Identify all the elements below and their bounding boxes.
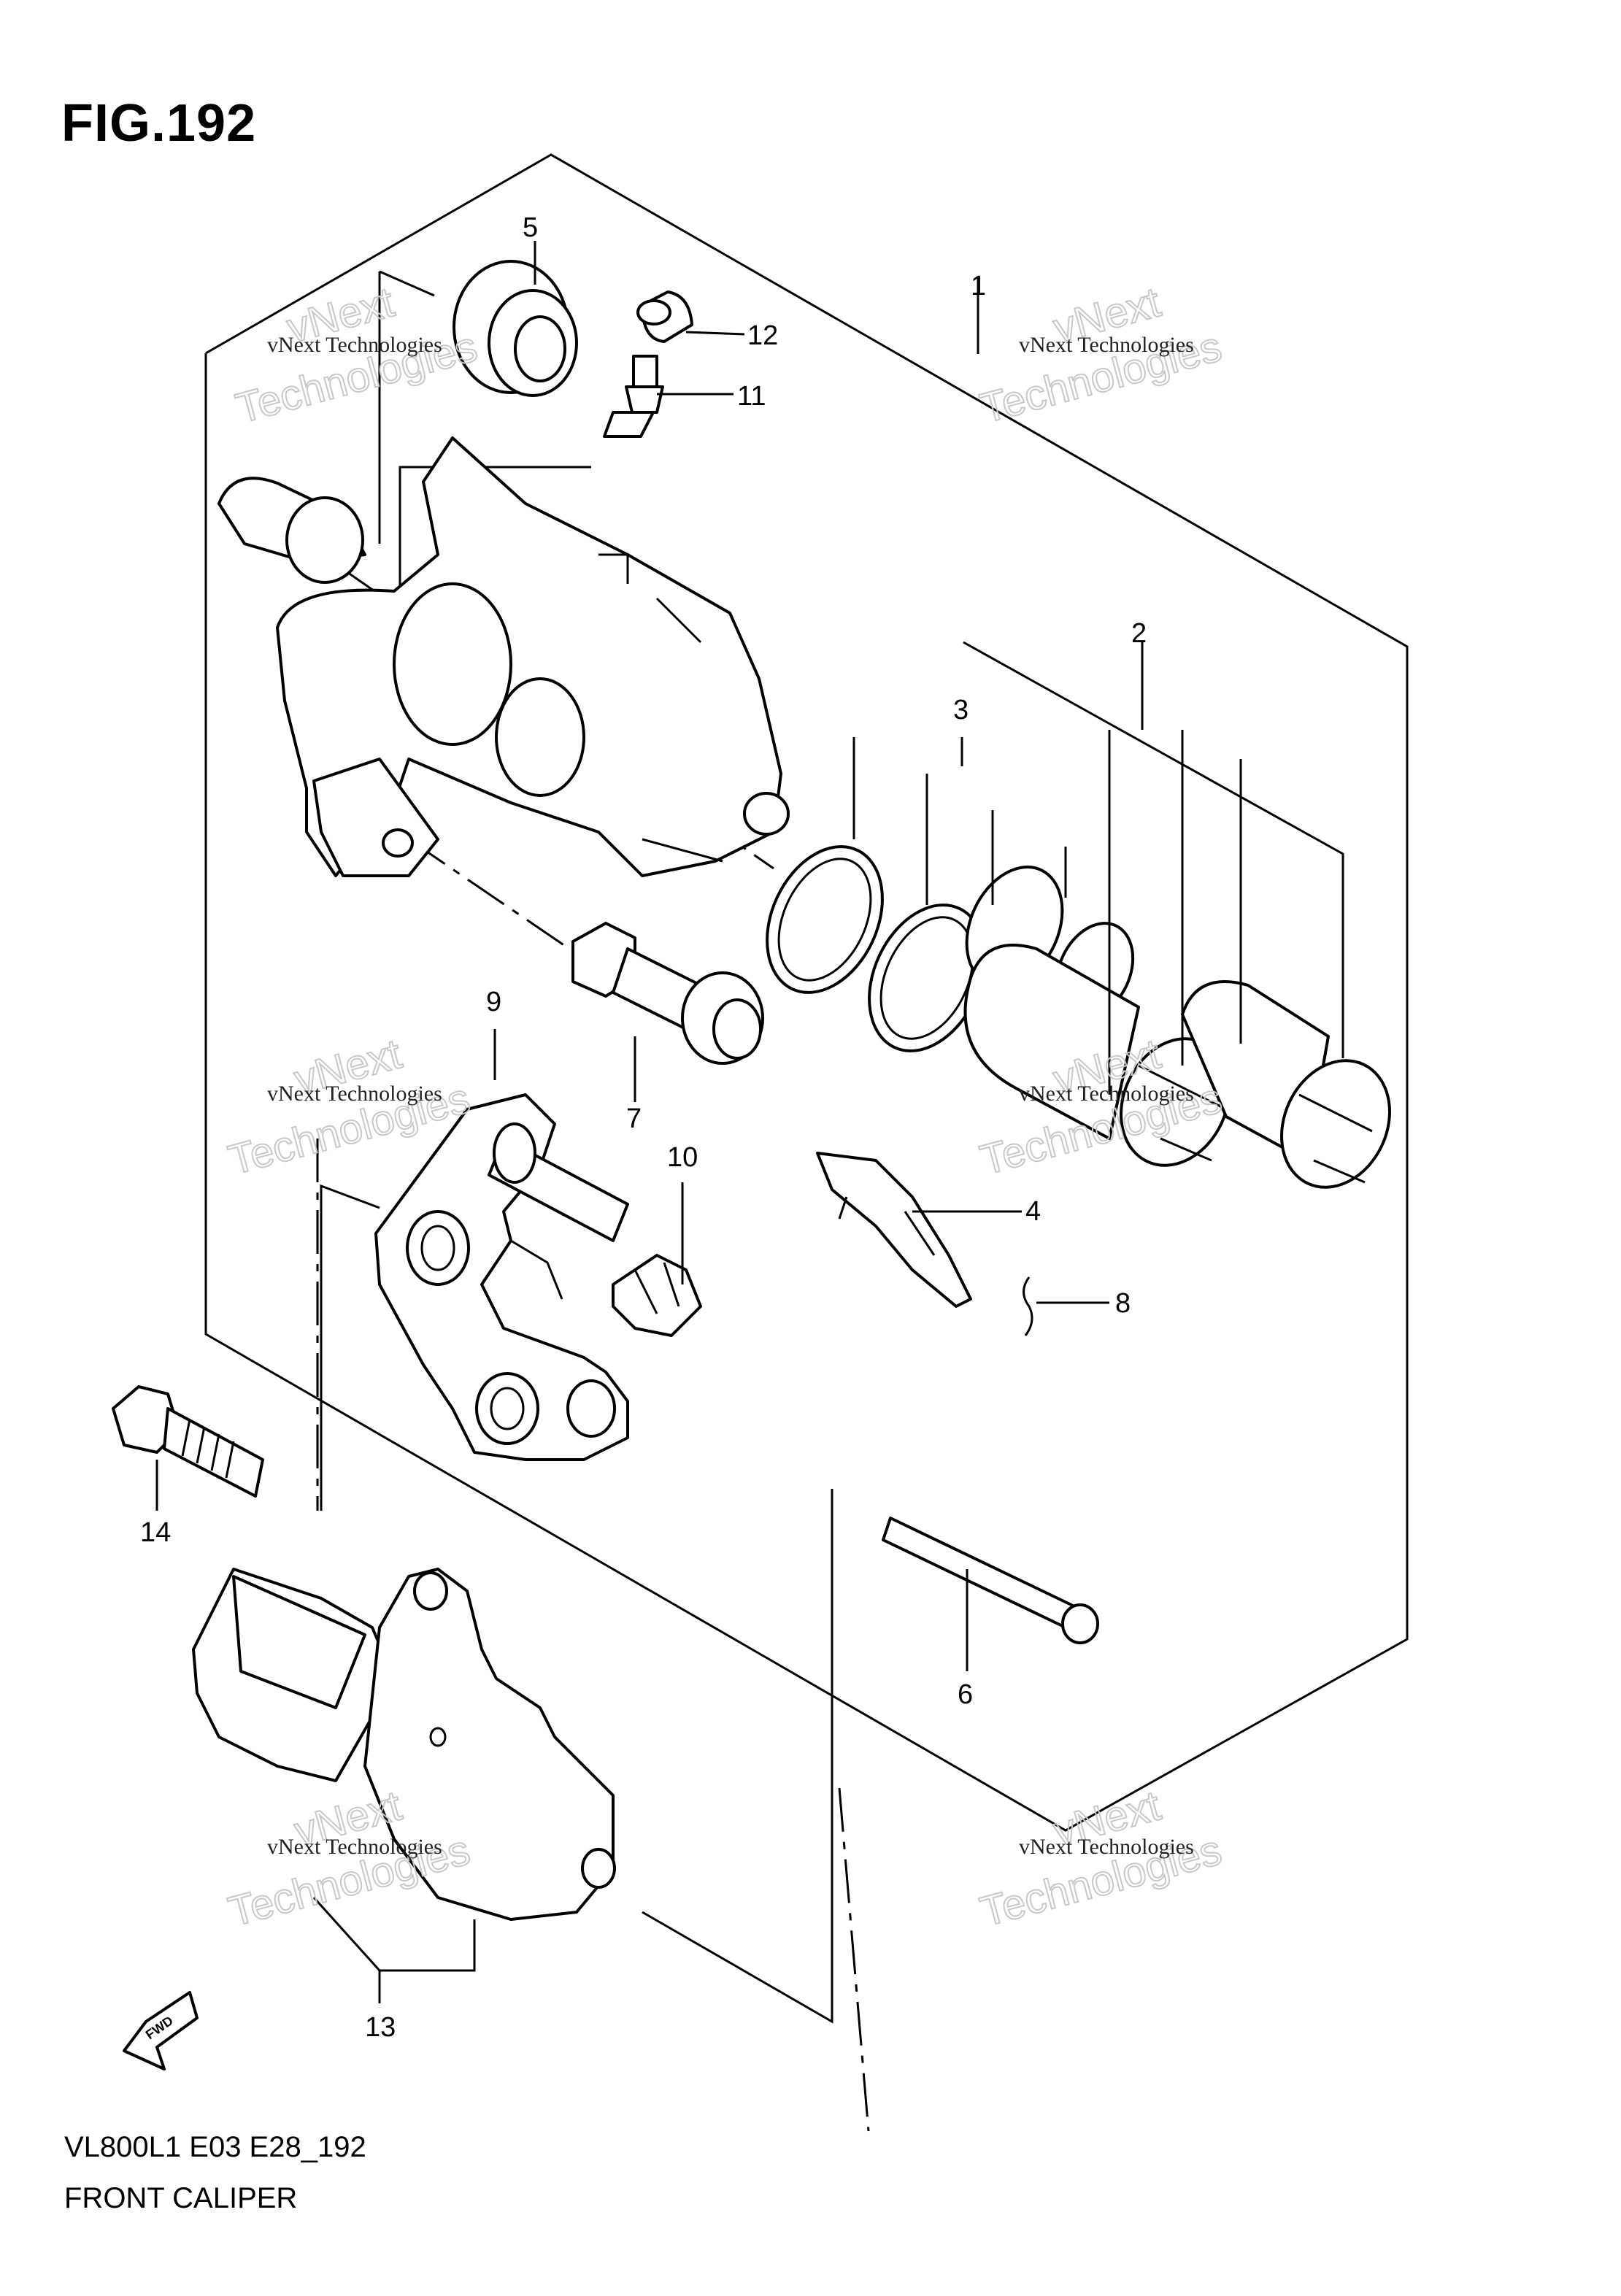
figure-name: FRONT CALIPER [64,2182,298,2214]
part-slide-pin-7 [571,922,764,1065]
callout-11: 11 [737,381,766,412]
svg-text:vNext Technologies: vNext Technologies [267,1835,442,1859]
part-piston-2 [963,944,1231,1167]
part-pad-pin-6 [882,1517,1099,1644]
part-caliper-bracket-9 [374,1093,629,1461]
part-bleeder-cap-12 [636,290,693,343]
bracket-line [320,1184,380,1511]
callout-3: 3 [953,695,969,725]
part-bolt-14 [112,1385,264,1498]
svg-text:vNext Technologies: vNext Technologies [1019,1082,1194,1106]
watermark: Technologies vNext vNext Technologies [975,1781,1228,1936]
svg-text:vNext Technologies: vNext Technologies [267,1082,442,1106]
watermark: Technologies vNext vNext Technologies [231,277,483,433]
callout-14: 14 [140,1517,171,1548]
part-caliper-body [217,436,790,877]
watermark: Technologies vNext vNext Technologies [975,277,1228,433]
part-clip-8 [1023,1276,1033,1336]
figure-title: FIG.192 [61,94,257,153]
part-piston-seal-3b [868,904,986,1052]
callout-13: 13 [365,2012,396,2043]
callout-5: 5 [523,212,538,243]
bracket-line [312,1896,476,1972]
callout-12: 12 [747,320,778,351]
svg-text:vNext Technologies: vNext Technologies [267,333,442,357]
leader-line [963,641,1344,1095]
leader-line [685,331,745,336]
callout-4: 4 [1025,1196,1041,1227]
leader-line [852,737,1067,905]
part-pad-spring-10 [612,1254,702,1337]
callout-10: 10 [667,1142,698,1173]
svg-text:vNext Technologies: vNext Technologies [1019,333,1194,357]
svg-text:vNext Technologies: vNext Technologies [1019,1835,1194,1859]
callout-6: 6 [958,1679,973,1710]
part-boot-5 [453,260,578,397]
fwd-arrow-icon: FWD [123,1991,199,2070]
model-code: VL800L1 E03 E28_192 [64,2131,366,2163]
assembly-outline [204,153,1409,1832]
callout-9: 9 [486,987,501,1017]
bracket-line [398,466,591,628]
part-bleeder-valve-11 [603,355,664,438]
part-piston-2b [1181,980,1391,1189]
alignment-line [838,1787,870,2132]
bracket-line [378,270,435,544]
bracket-line [642,1489,833,2024]
callout-7: 7 [626,1103,642,1134]
part-piston-seal-3 [766,845,884,994]
callout-8: 8 [1115,1288,1131,1319]
callout-2: 2 [1131,618,1147,649]
callout-1: 1 [971,271,986,301]
alignment-line [408,838,570,950]
part-brake-pad-set-13 [192,1568,616,1921]
part-pad-shim-4 [816,1152,972,1308]
